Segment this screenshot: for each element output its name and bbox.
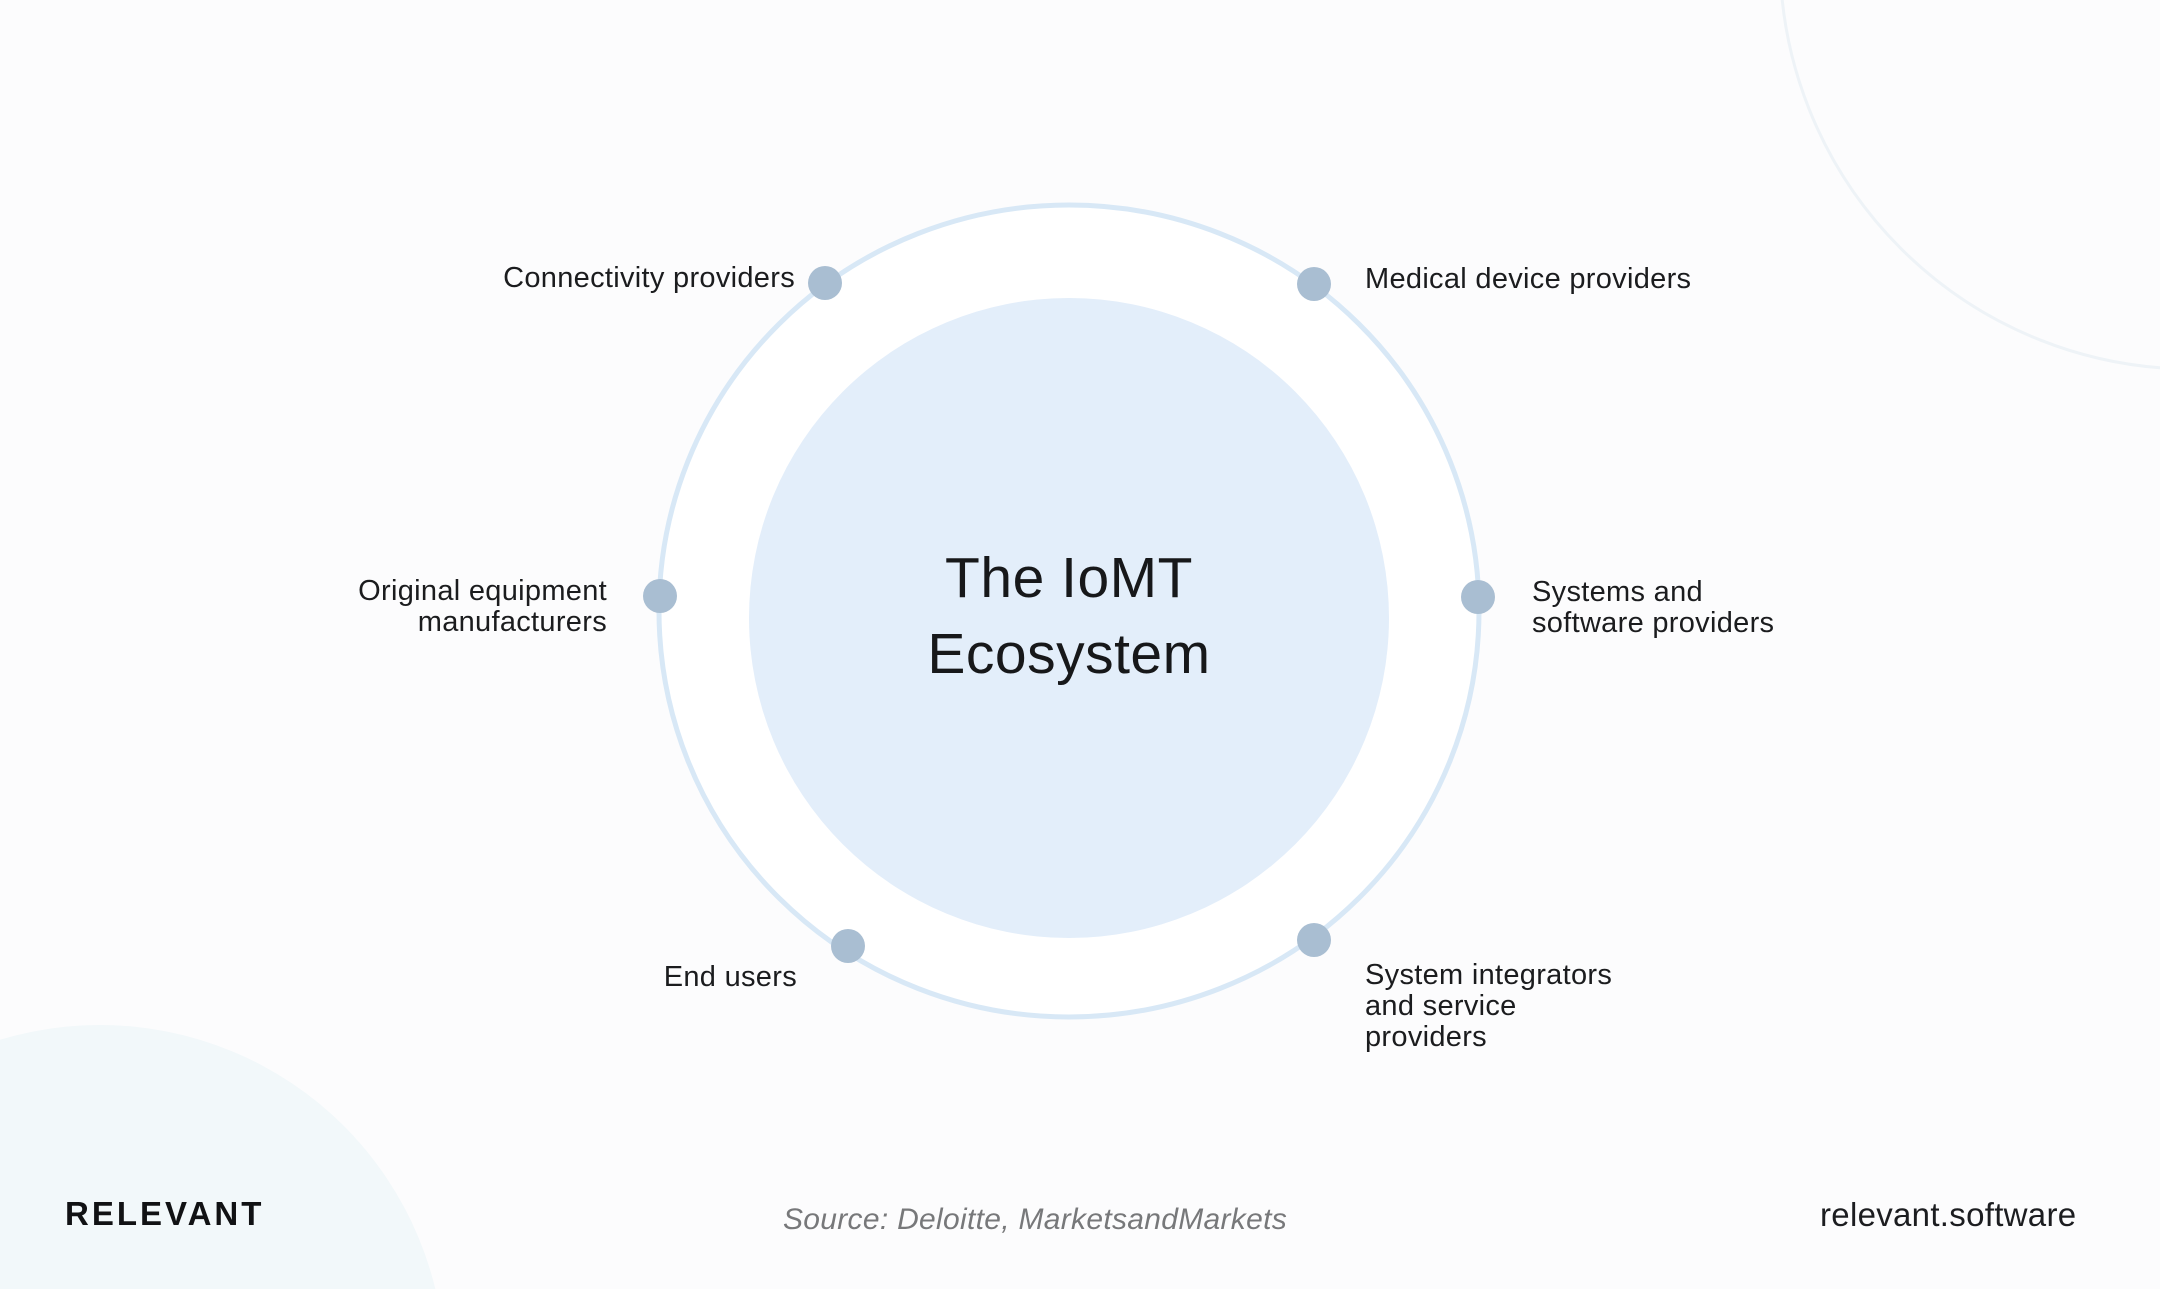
source-attribution: Source: Deloitte, MarketsandMarkets	[782, 1203, 1288, 1236]
node-dot-medical-device-providers	[1297, 267, 1331, 301]
ecosystem-center-circle	[749, 298, 1389, 938]
node-dot-system-integrators	[1297, 923, 1331, 957]
node-label-systems-software-providers: Systems and software providers	[1532, 576, 1775, 639]
node-label-medical-device-providers: Medical device providers	[1365, 263, 1692, 295]
decor-top-right-arc	[1780, 0, 2160, 370]
node-label-connectivity-providers: Connectivity providers	[503, 262, 795, 294]
diagram-title: The IoMT Ecosystem	[927, 546, 1211, 686]
website-link[interactable]: relevant.software	[1820, 1196, 2077, 1233]
node-dot-connectivity-providers	[808, 266, 842, 300]
node-label-end-users: End users	[663, 961, 797, 993]
relevant-logo: RELEVANT	[65, 1195, 265, 1232]
node-dot-end-users	[831, 929, 865, 963]
decor-bottom-left-blob	[0, 1025, 436, 1289]
node-dot-original-equipment-manufacturers	[643, 579, 677, 613]
node-dots	[643, 266, 1495, 963]
node-label-original-equipment-manufacturers: Original equipment manufacturers	[358, 575, 607, 638]
node-label-system-integrators: System integrators and service providers	[1365, 959, 1613, 1053]
node-dot-systems-software-providers	[1461, 580, 1495, 614]
